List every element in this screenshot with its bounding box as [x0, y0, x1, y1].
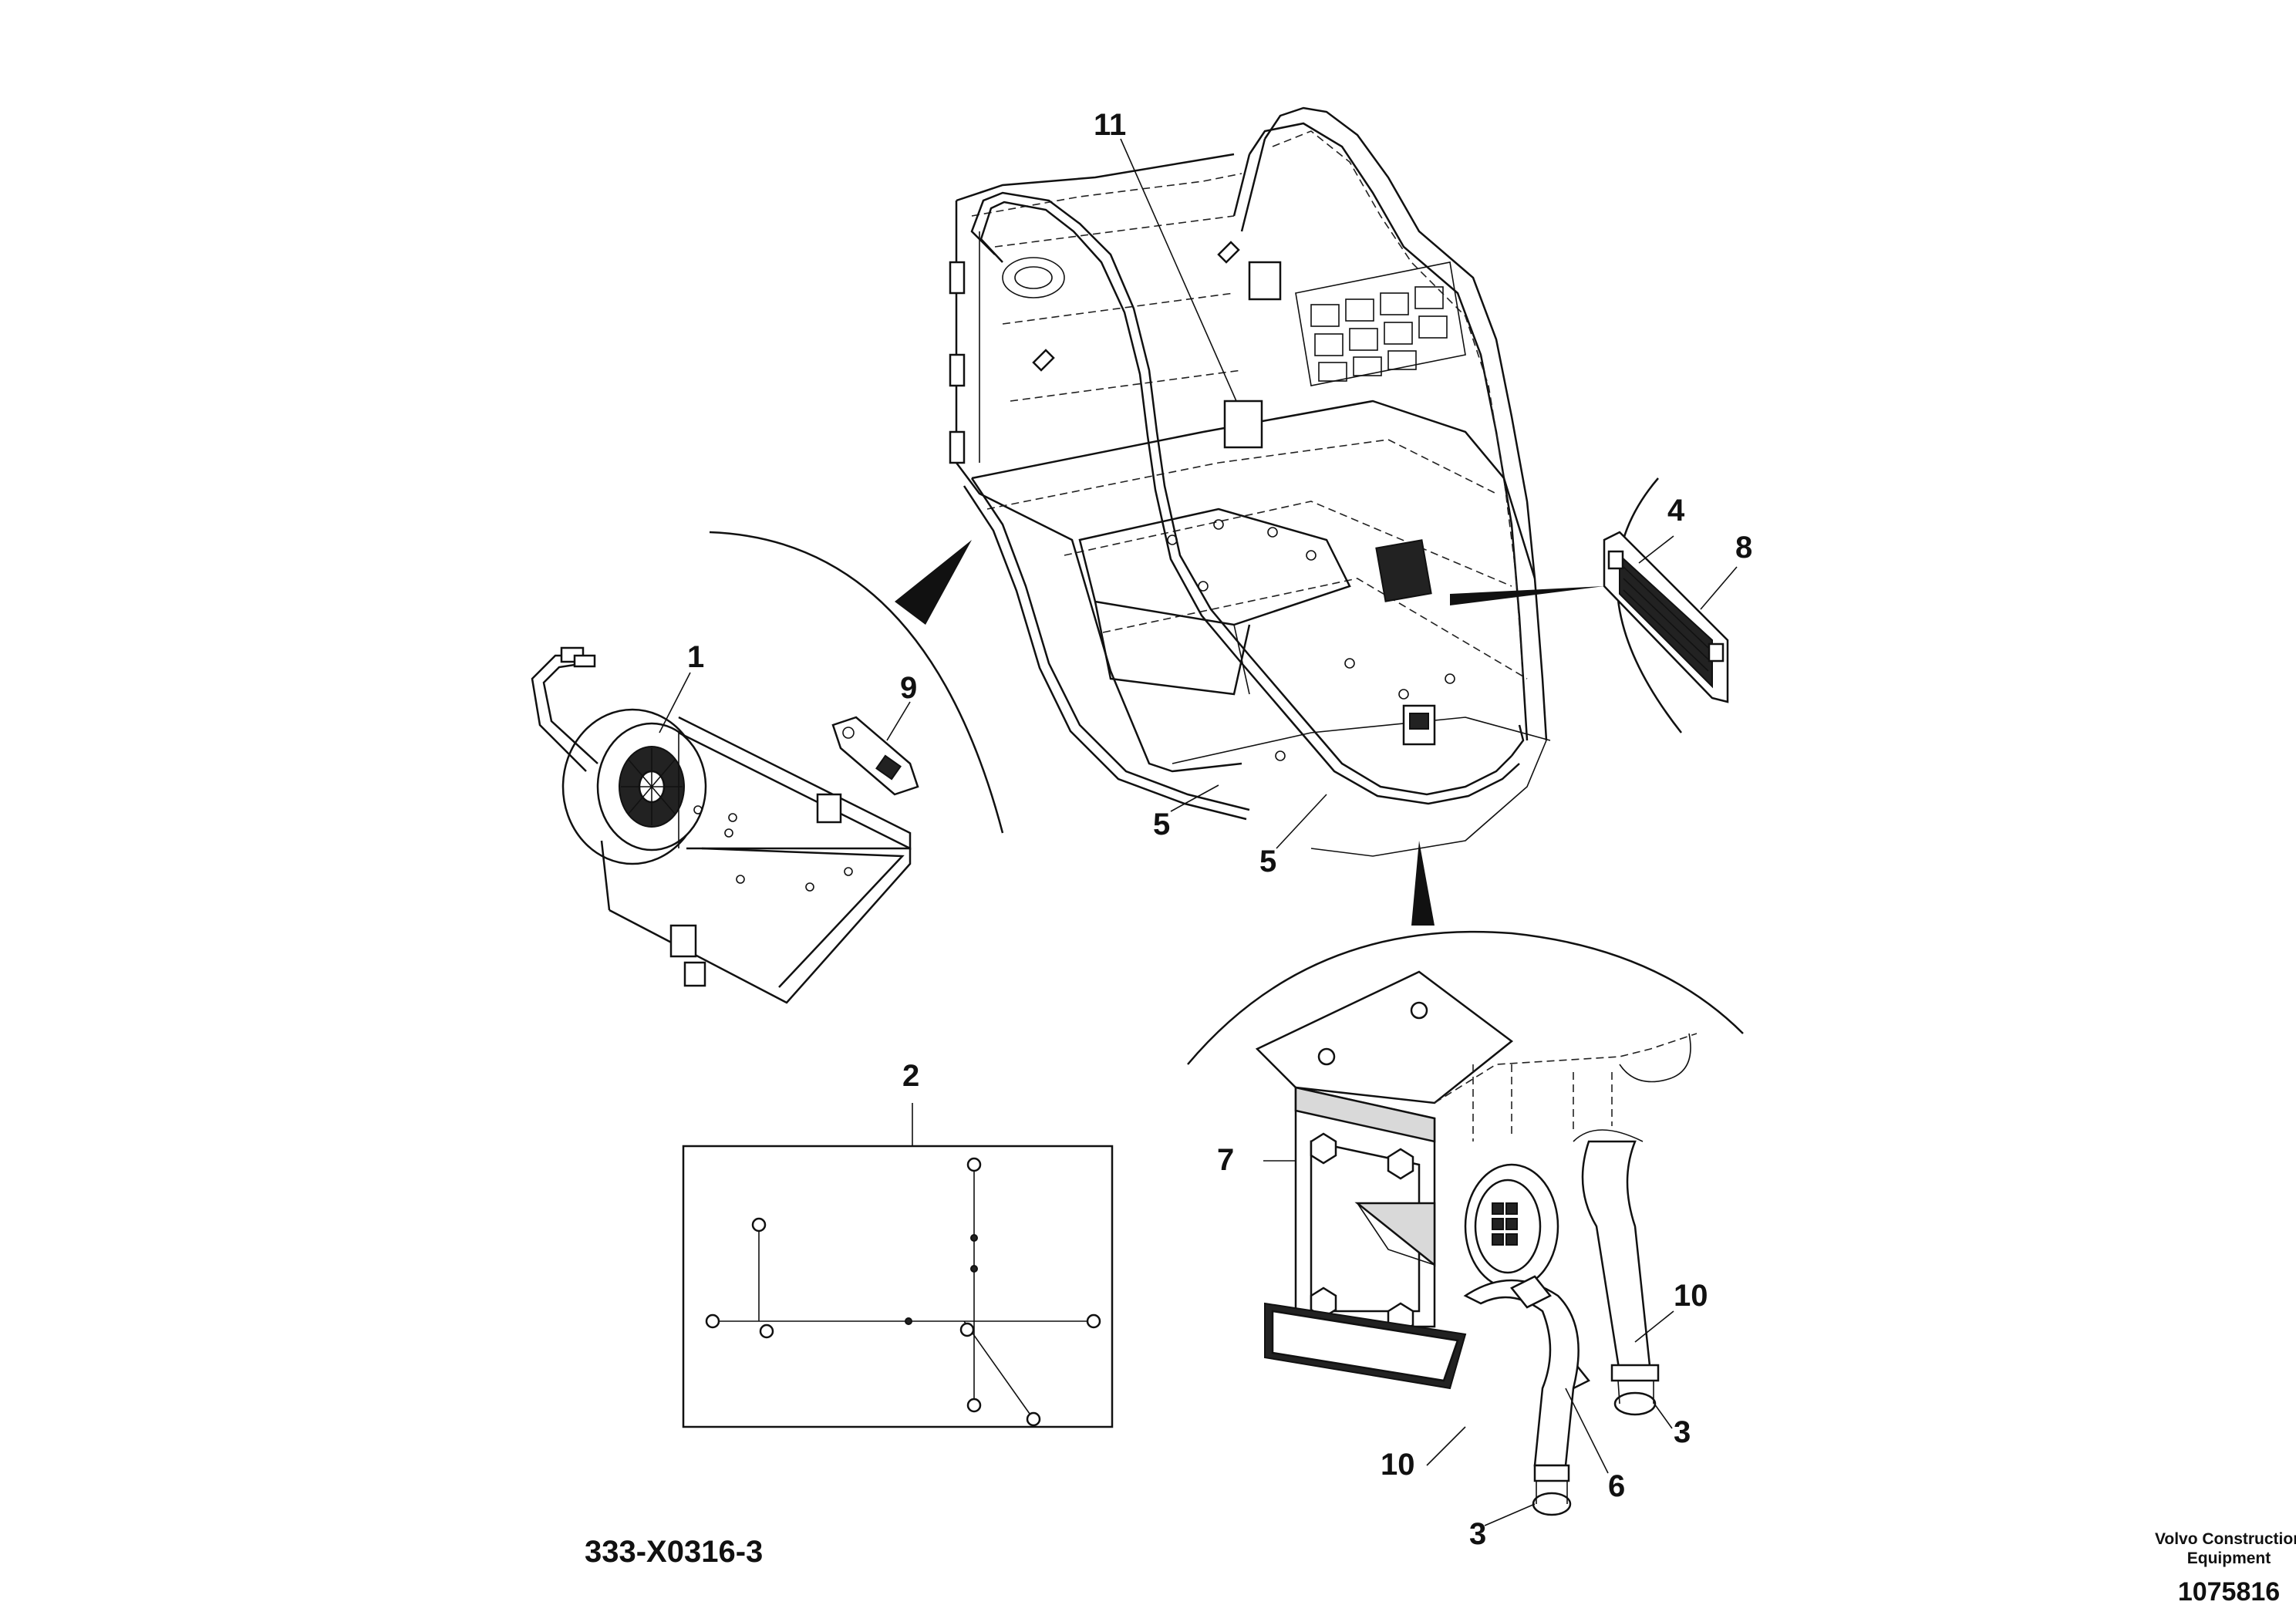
callout-6: 6	[1608, 1469, 1625, 1503]
callout-1: 1	[687, 640, 704, 674]
callout-4: 4	[1667, 494, 1685, 528]
callout-7: 7	[1217, 1143, 1234, 1177]
callout-10b: 10	[1381, 1448, 1415, 1482]
mounting-bracket	[831, 716, 919, 796]
callout-10a: 10	[1674, 1279, 1708, 1313]
leader-9	[886, 701, 911, 741]
callout-2: 2	[902, 1059, 919, 1093]
callout-3b: 3	[1469, 1517, 1486, 1551]
hole-pattern-schematic	[682, 1103, 1114, 1428]
leader-10b	[1426, 1426, 1466, 1466]
detail-pointer-right	[1450, 586, 1604, 605]
brand-line-2: Equipment	[2187, 1549, 2271, 1567]
leader-3a	[1654, 1403, 1673, 1429]
coolant-pump-assembly	[1255, 970, 1698, 1516]
leader-1	[659, 672, 691, 733]
detail-circle-bottom	[1187, 841, 1744, 1065]
detail-circle-left	[709, 531, 1004, 834]
brand-line-1: Volvo Construction	[2155, 1530, 2296, 1548]
drawing-code: 333-X0316-3	[585, 1535, 763, 1569]
vent-grille	[1603, 531, 1729, 703]
detail-pointer-bottom	[1411, 841, 1435, 926]
callout-5a: 5	[1153, 808, 1170, 841]
leader-3b	[1484, 1503, 1536, 1526]
callout-11: 11	[1094, 108, 1126, 142]
callout-5b: 5	[1259, 845, 1276, 878]
detail-pointer-left	[895, 540, 972, 625]
back-window-grid	[1295, 261, 1466, 386]
callout-9: 9	[900, 671, 917, 705]
heater-blower-unit	[531, 646, 912, 1004]
leader-8	[1700, 566, 1738, 610]
leader-5b	[1276, 794, 1327, 849]
leader-4	[1638, 535, 1674, 564]
leader-11	[1120, 138, 1237, 402]
leader-10a	[1634, 1310, 1674, 1343]
document-number: 1075816	[2178, 1577, 2280, 1607]
leader-6	[1565, 1388, 1609, 1474]
leader-5a	[1170, 784, 1219, 812]
callout-3a: 3	[1674, 1415, 1691, 1449]
cab-frame	[949, 106, 1551, 857]
harness-cable	[963, 191, 1525, 821]
callout-8: 8	[1735, 531, 1752, 565]
